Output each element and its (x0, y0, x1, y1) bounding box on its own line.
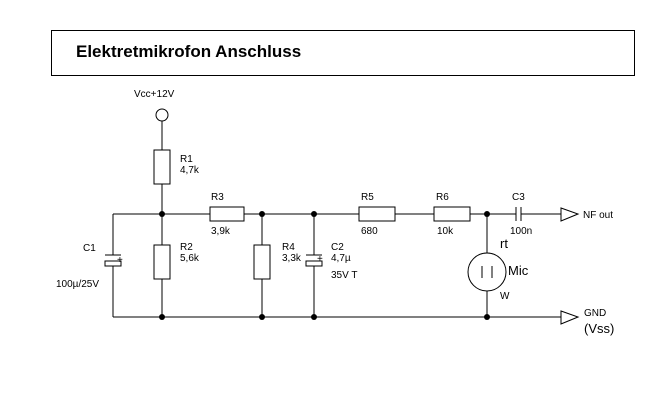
c2-value: 4,7µ (331, 253, 351, 264)
junction-dot (484, 211, 490, 217)
gnd-arrow (560, 310, 580, 325)
c1-value: 100µ/25V (56, 279, 99, 290)
junction-dot (259, 211, 265, 217)
resistor-r1 (153, 149, 171, 185)
r4-name: R4 (282, 242, 295, 253)
mic-rt-label: rt (500, 236, 508, 251)
r1-value: 4,7k (180, 165, 200, 176)
junction-dot (311, 314, 317, 320)
vcc-label: Vcc+12V (134, 89, 175, 100)
junction-dot (484, 314, 490, 320)
r5-value: 680 (361, 226, 378, 237)
resistor-r3 (209, 206, 245, 222)
c2-rating: 35V T (331, 270, 358, 281)
junction-dot (159, 211, 165, 217)
c3-name: C3 (512, 192, 525, 203)
nf-out-arrow (560, 207, 580, 222)
nf-out-label: NF out (583, 210, 613, 221)
junction-dot (259, 314, 265, 320)
c2-plus: + (317, 254, 323, 265)
vcc-terminal (155, 108, 169, 122)
resistor-r6 (433, 206, 471, 222)
c1-plus: + (117, 255, 123, 266)
r6-name: R6 (436, 192, 449, 203)
title-box: Elektretmikrofon Anschluss (51, 30, 635, 76)
resistor-r5 (358, 206, 396, 222)
r1-name: R1 (180, 154, 193, 165)
r4-value: 3,3k (282, 253, 302, 264)
r6-value: 10k (437, 226, 454, 237)
mic-label: Mic (508, 263, 529, 278)
vss-label: (Vss) (584, 321, 614, 336)
c2-name: C2 (331, 242, 344, 253)
diagram-title: Elektretmikrofon Anschluss (76, 42, 302, 61)
c1-name: C1 (83, 243, 96, 254)
c3-value: 100n (510, 226, 532, 237)
r2-value: 5,6k (180, 253, 200, 264)
junction-dot (311, 211, 317, 217)
junction-dot (159, 314, 165, 320)
resistor-r2 (153, 244, 171, 280)
mic-w-label: W (500, 291, 510, 302)
r3-name: R3 (211, 192, 224, 203)
gnd-label: GND (584, 308, 606, 319)
r2-name: R2 (180, 242, 193, 253)
r3-value: 3,9k (211, 226, 231, 237)
resistor-r4 (253, 244, 271, 280)
r5-name: R5 (361, 192, 374, 203)
microphone (467, 252, 507, 292)
